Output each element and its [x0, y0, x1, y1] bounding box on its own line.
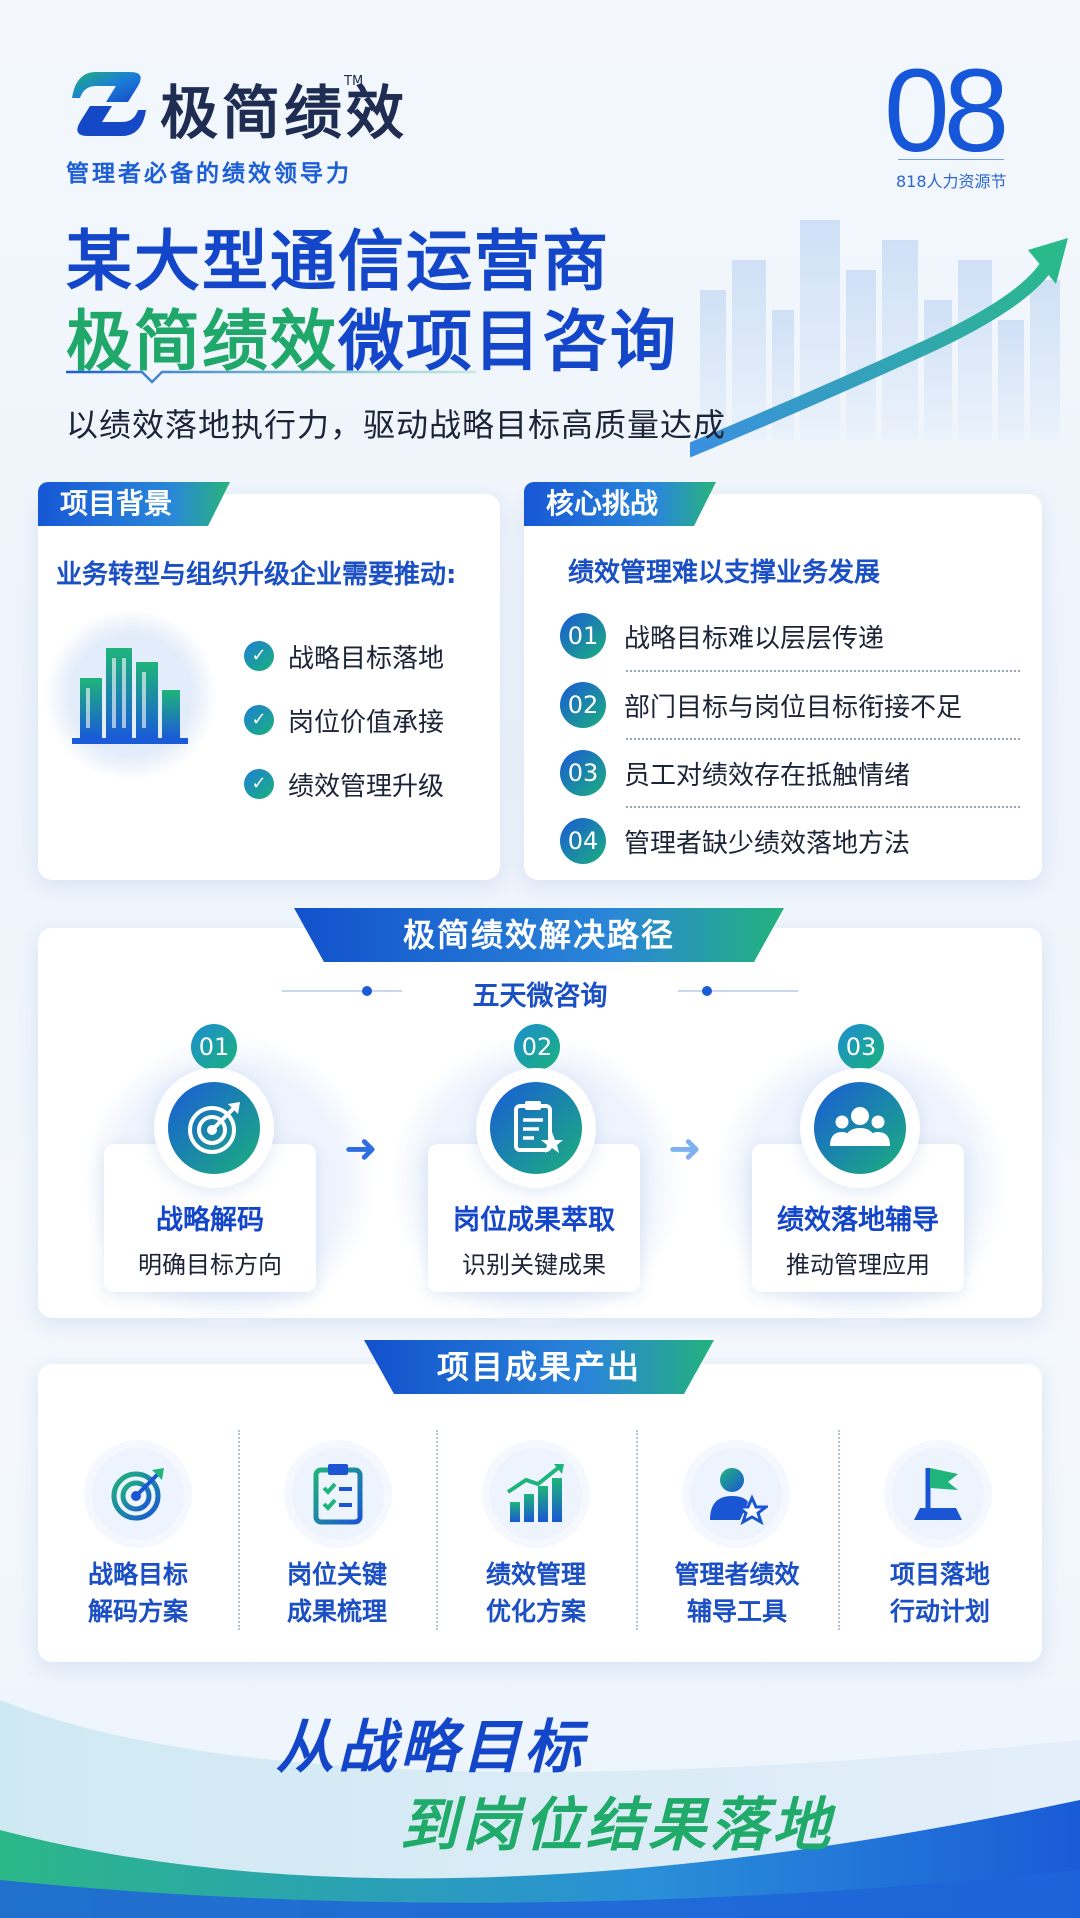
background-heading: 业务转型与组织升级企业需要推动:	[56, 560, 457, 590]
output-divider	[838, 1430, 840, 1630]
output-label: 岗位关键 成果梳理	[238, 1556, 436, 1630]
output-divider	[636, 1430, 638, 1630]
check-icon: ✓	[244, 769, 274, 799]
step-number: 02	[514, 1024, 560, 1070]
outputs-banner: 项目成果产出	[364, 1340, 714, 1394]
background-item-label: 岗位价值承接	[288, 707, 445, 738]
output-label-line2: 优化方案	[485, 1597, 586, 1626]
page-title-line2: 极简绩效微项目咨询	[66, 288, 678, 384]
challenge-number: 03	[560, 750, 606, 796]
arrow-right-icon: ➜	[344, 1126, 378, 1172]
step-title: 绩效落地辅导	[777, 1205, 939, 1236]
background-item: ✓ 战略目标落地	[244, 624, 444, 688]
challenge-item: 03 员工对绩效存在抵触情绪	[560, 740, 1020, 806]
subheading-line-right	[678, 990, 798, 992]
solution-path-banner: 极简绩效解决路径	[294, 908, 784, 962]
challenges-card: 核心挑战 绩效管理难以支撑业务发展 01 战略目标难以层层传递 02 部门目标与…	[524, 494, 1042, 880]
closing-line1: 从战略目标	[276, 1713, 587, 1781]
step-number: 01	[191, 1024, 237, 1070]
user-star-icon	[710, 1468, 768, 1526]
path-subheading: 五天微咨询	[472, 981, 608, 1012]
step-subtitle: 明确目标方向	[138, 1251, 282, 1279]
bar-chart-icon	[506, 1464, 564, 1522]
output-label: 绩效管理 优化方案	[436, 1556, 636, 1630]
background-item-label: 绩效管理升级	[288, 771, 445, 802]
flag-icon	[914, 1468, 962, 1520]
output-label-line2: 辅导工具	[686, 1597, 787, 1626]
subheading-dot-right	[702, 986, 712, 996]
challenge-item: 04 管理者缺少绩效落地方法	[560, 808, 1020, 874]
output-label-line1: 岗位关键	[286, 1560, 387, 1589]
background-item: ✓ 绩效管理升级	[244, 752, 444, 816]
check-icon: ✓	[244, 641, 274, 671]
output-icon-bg	[690, 1448, 782, 1540]
step-number: 03	[838, 1024, 884, 1070]
title-underline	[66, 370, 476, 384]
team-icon	[830, 1107, 890, 1146]
title-highlight-blue: 微项目咨询	[338, 303, 678, 380]
checklist-icon	[313, 1464, 363, 1525]
arrow-right-icon: ➜	[668, 1126, 702, 1172]
step-subtitle: 识别关键成果	[462, 1251, 606, 1279]
divider	[626, 806, 1020, 808]
background-tag: 项目背景	[38, 482, 230, 526]
brand-name: 极简绩效	[160, 79, 409, 147]
divider	[626, 738, 1020, 740]
output-divider	[238, 1430, 240, 1630]
output-label-line2: 行动计划	[889, 1597, 990, 1626]
output-label: 战略目标 解码方案	[38, 1556, 238, 1630]
target-icon	[111, 1468, 164, 1521]
output-divider	[436, 1430, 438, 1630]
output-label-line1: 战略目标	[87, 1560, 188, 1589]
background-list: ✓ 战略目标落地 ✓ 岗位价值承接 ✓ 绩效管理升级	[244, 624, 444, 816]
brand-slogan: 管理者必备的绩效领导力	[66, 161, 352, 187]
challenge-item: 02 部门目标与岗位目标衔接不足	[560, 672, 1020, 738]
issue-divider	[898, 159, 1004, 160]
clipboard-star-icon	[514, 1101, 563, 1153]
output-icon-bg	[292, 1448, 384, 1540]
challenge-text: 管理者缺少绩效落地方法	[624, 828, 911, 859]
step-title: 战略解码	[156, 1205, 264, 1236]
output-icon-bg	[490, 1448, 582, 1540]
output-label-line1: 项目落地	[889, 1560, 990, 1589]
page-subtitle: 以绩效落地执行力，驱动战略目标高质量达成	[66, 406, 727, 444]
target-icon	[188, 1102, 240, 1154]
challenges-list: 01 战略目标难以层层传递 02 部门目标与岗位目标衔接不足 03 员工对绩效存…	[560, 602, 1020, 874]
background-item: ✓ 岗位价值承接	[244, 688, 444, 752]
city-skyline-illustration	[690, 220, 1068, 457]
title-highlight-green: 极简绩效	[66, 303, 338, 380]
step-subtitle: 推动管理应用	[786, 1251, 930, 1279]
background-card: 项目背景 业务转型与组织升级企业需要推动: ✓ 战略目标落地 ✓ 岗位价值承接 …	[38, 494, 500, 880]
output-icon-bg	[892, 1448, 984, 1540]
output-label: 项目落地 行动计划	[838, 1556, 1042, 1630]
subheading-dot-left	[362, 986, 372, 996]
brand-logo-icon	[72, 72, 146, 136]
challenge-text: 员工对绩效存在抵触情绪	[624, 760, 911, 791]
trademark-mark: TM	[344, 74, 364, 89]
output-label: 管理者绩效 辅导工具	[636, 1556, 838, 1630]
step-title: 岗位成果萃取	[453, 1205, 615, 1236]
challenges-tag: 核心挑战	[524, 482, 716, 526]
page-title-line1: 某大型通信运营商	[66, 223, 610, 300]
challenge-text: 战略目标难以层层传递	[624, 623, 885, 654]
output-label-line1: 管理者绩效	[674, 1560, 800, 1589]
output-label-line1: 绩效管理	[485, 1560, 586, 1589]
challenge-number: 02	[560, 682, 606, 728]
festival-label: 818人力资源节	[896, 172, 1007, 191]
issue-number: 08	[884, 45, 1009, 177]
challenge-number: 04	[560, 818, 606, 864]
divider	[626, 670, 1020, 672]
output-label-line2: 解码方案	[87, 1597, 188, 1626]
challenges-heading: 绩效管理难以支撑业务发展	[568, 558, 881, 588]
subheading-line-left	[282, 990, 402, 992]
challenge-item: 01 战略目标难以层层传递	[560, 602, 1020, 670]
challenge-text: 部门目标与岗位目标衔接不足	[624, 692, 963, 723]
bottom-wave-decoration	[0, 1700, 1080, 1918]
challenge-number: 01	[560, 613, 606, 659]
check-icon: ✓	[244, 705, 274, 735]
closing-line2: 到岗位结果落地	[400, 1791, 835, 1859]
buildings-icon	[72, 648, 188, 744]
output-label-line2: 成果梳理	[286, 1597, 387, 1626]
background-item-label: 战略目标落地	[288, 643, 445, 674]
